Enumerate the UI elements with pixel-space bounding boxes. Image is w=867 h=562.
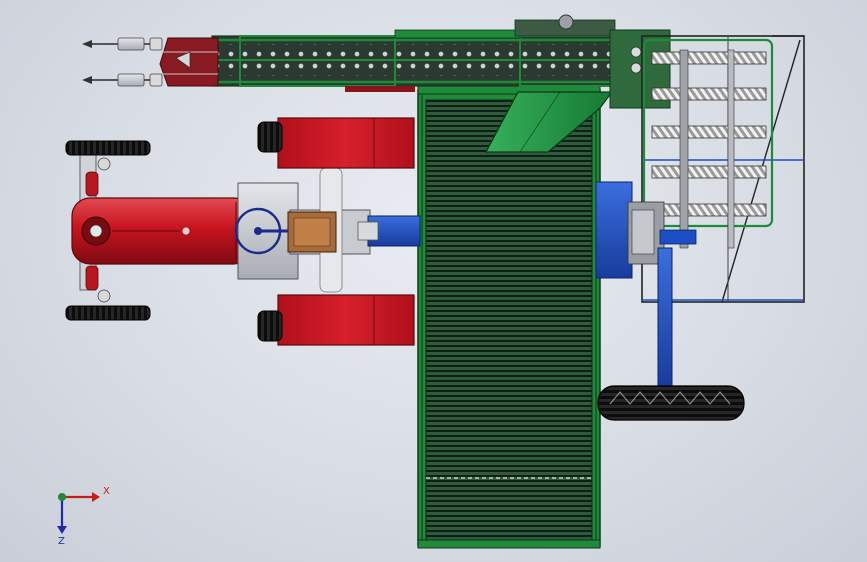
main-conveyor[interactable] xyxy=(417,85,601,549)
steering-linkage xyxy=(85,157,111,303)
front-boom[interactable] xyxy=(159,37,219,87)
drive-housing[interactable] xyxy=(595,181,697,389)
front-wheel-bottom[interactable] xyxy=(65,305,151,321)
feed-hopper[interactable] xyxy=(485,91,614,153)
tractor-hood[interactable] xyxy=(71,197,253,265)
operator-seat[interactable] xyxy=(287,211,337,253)
front-wheel-top[interactable] xyxy=(65,140,151,156)
rear-wheel-right[interactable] xyxy=(597,385,745,421)
triad-x-label: X xyxy=(103,486,110,497)
coordinate-triad-icon xyxy=(57,492,100,534)
steering-wheel[interactable] xyxy=(234,207,288,255)
pto-hitch[interactable] xyxy=(357,215,421,247)
hydraulic-rod-lower[interactable] xyxy=(82,73,163,87)
fender-top[interactable] xyxy=(257,117,415,169)
hydraulic-rod-upper[interactable] xyxy=(82,37,163,51)
top-elevator[interactable] xyxy=(211,14,671,109)
triad-z-label: Z xyxy=(58,536,65,547)
fender-bottom[interactable] xyxy=(257,294,415,346)
rack-rollers[interactable] xyxy=(651,49,767,249)
